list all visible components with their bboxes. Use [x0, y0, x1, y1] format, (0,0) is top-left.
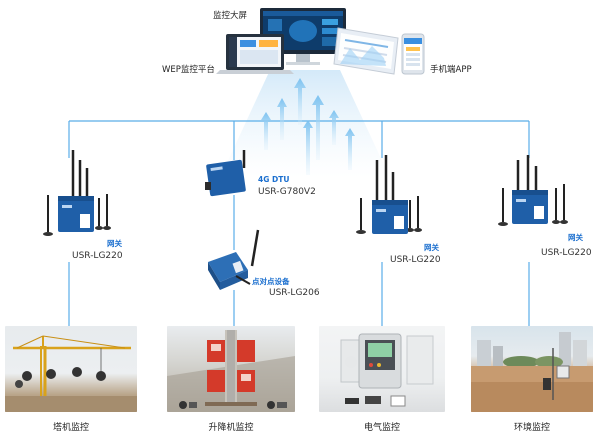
gateway-left-tag: 网关 [107, 239, 122, 248]
environment-caption: 环境监控 [513, 423, 550, 433]
p2p-tag: 点对点设备 [252, 277, 290, 286]
app-label: 手机端APP [430, 65, 472, 75]
web-label: WEP监控平台 [162, 65, 215, 75]
elevator-caption: 升降机监控 [208, 423, 254, 433]
screen-label: 监控大屏 [213, 11, 248, 21]
dtu-model: USR-G780V2 [258, 187, 316, 197]
elevator-photo [167, 326, 295, 412]
gateway-left-model: USR-LG220 [72, 251, 123, 261]
environment-photo [471, 326, 593, 412]
gateway-mid-model: USR-LG220 [390, 255, 441, 265]
gateway-right-model: USR-LG220 [541, 248, 592, 258]
gateway-mid-tag: 网关 [424, 243, 439, 252]
tower-caption: 塔机监控 [52, 423, 89, 433]
upload-arrows [261, 78, 355, 175]
p2p-model: USR-LG206 [269, 288, 320, 298]
dtu-tag: 4G DTU [258, 175, 290, 184]
gateway-right-tag: 网关 [568, 233, 583, 242]
tower-crane-photo [5, 326, 137, 412]
electric-photo [319, 326, 445, 412]
electric-caption: 电气监控 [363, 423, 400, 433]
